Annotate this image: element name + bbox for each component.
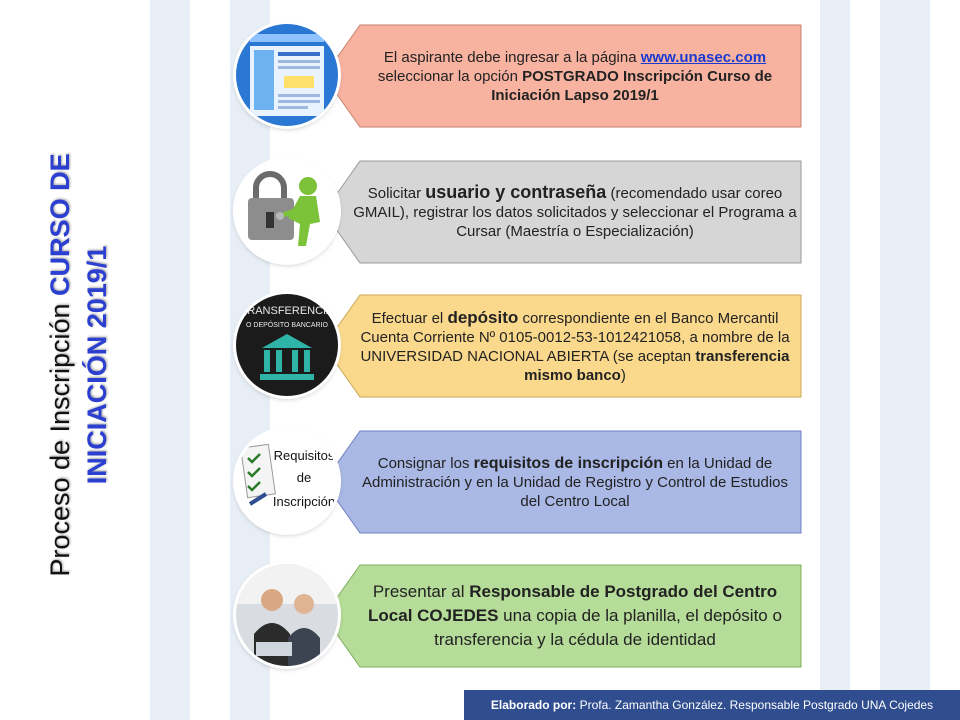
step-4-box: Consignar los requisitos de inscripción … xyxy=(324,430,802,534)
footer-text: Profa. Zamantha González. Responsable Po… xyxy=(576,698,934,712)
website-screenshot-icon xyxy=(236,24,338,126)
office-people-icon xyxy=(236,564,338,666)
step-3-text: Efectuar el depósito correspondiente en … xyxy=(360,307,790,384)
step-1-box: El aspirante debe ingresar a la página w… xyxy=(324,24,802,128)
author-footer: Elaborado por: Profa. Zamantha González.… xyxy=(464,690,960,720)
step-5-text: Presentar al Responsable de Postgrado de… xyxy=(368,582,782,649)
title-plain: Proceso de Inscripción xyxy=(45,295,75,577)
step-2-text: Solicitar usuario y contraseña (recomend… xyxy=(353,182,797,241)
checklist-text-1: Requisitos xyxy=(274,448,335,463)
checklist-text-2: de xyxy=(297,470,311,485)
title-highlight-1: CURSO DE xyxy=(45,153,75,296)
step-3-box: Efectuar el depósito correspondiente en … xyxy=(324,294,802,398)
step-4: Requisitos de Inscripción Consignar los … xyxy=(236,430,804,538)
footer-label: Elaborado por: xyxy=(490,698,577,712)
step-5: Presentar al Responsable de Postgrado de… xyxy=(236,564,804,672)
step-5-box: Presentar al Responsable de Postgrado de… xyxy=(324,564,802,668)
title-highlight-2: INICIACIÓN 2019/1 xyxy=(82,245,112,485)
padlock-key-icon xyxy=(236,160,338,262)
step-4-text: Consignar los requisitos de inscripción … xyxy=(361,454,789,510)
step-2: Solicitar usuario y contraseña (recomend… xyxy=(236,160,804,268)
checklist-text-3: Inscripción xyxy=(273,494,335,509)
step-3: TRANSFERENCIA O DEPÓSITO BANCARIO Efectu… xyxy=(236,294,804,402)
bank-icon: TRANSFERENCIA O DEPÓSITO BANCARIO xyxy=(236,294,338,396)
bank-icon-text-1: TRANSFERENCIA xyxy=(241,305,335,317)
requirements-checklist-icon: Requisitos de Inscripción xyxy=(236,430,338,532)
step-1: El aspirante debe ingresar a la página w… xyxy=(236,24,804,132)
step-1-text: El aspirante debe ingresar a la página w… xyxy=(377,48,773,104)
vertical-page-title: Proceso de Inscripción CURSO DE INICIACI… xyxy=(42,120,132,610)
unasec-link[interactable]: www.unasec.com xyxy=(640,48,767,66)
step-2-box: Solicitar usuario y contraseña (recomend… xyxy=(324,160,802,264)
bank-icon-text-2: O DEPÓSITO BANCARIO xyxy=(246,320,328,329)
